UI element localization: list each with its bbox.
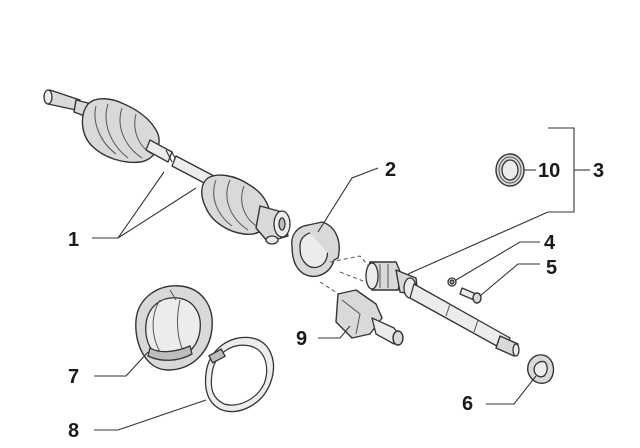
callout-6: 6 — [462, 393, 473, 415]
shaft-bar — [145, 139, 215, 187]
o-ring-part — [447, 277, 457, 287]
inner-shaft-assembly — [365, 261, 520, 357]
callout-10: 10 — [538, 160, 560, 182]
flange-ring-part — [291, 221, 340, 278]
dust-boot-part — [335, 289, 404, 346]
clamp-ring-part — [204, 336, 274, 413]
dust-cap-part — [527, 354, 555, 384]
small-ring-part — [495, 153, 525, 187]
callout-5: 5 — [546, 257, 557, 279]
callout-3: 3 — [593, 160, 604, 182]
callout-4: 4 — [544, 232, 556, 254]
callout-8: 8 — [68, 420, 79, 442]
bolt-part — [459, 287, 482, 304]
inner-joint-housing — [255, 205, 291, 245]
leader-lines — [92, 127, 590, 431]
callout-labels: 1 2 3 4 5 6 7 8 9 10 — [68, 159, 604, 442]
drive-shaft-assembly — [43, 89, 291, 245]
callout-9: 9 — [296, 328, 307, 350]
large-boot-part — [135, 285, 213, 371]
callout-7: 7 — [68, 366, 79, 388]
callout-2: 2 — [385, 159, 396, 181]
callout-1: 1 — [68, 229, 79, 251]
outer-cv-boot — [81, 98, 160, 164]
